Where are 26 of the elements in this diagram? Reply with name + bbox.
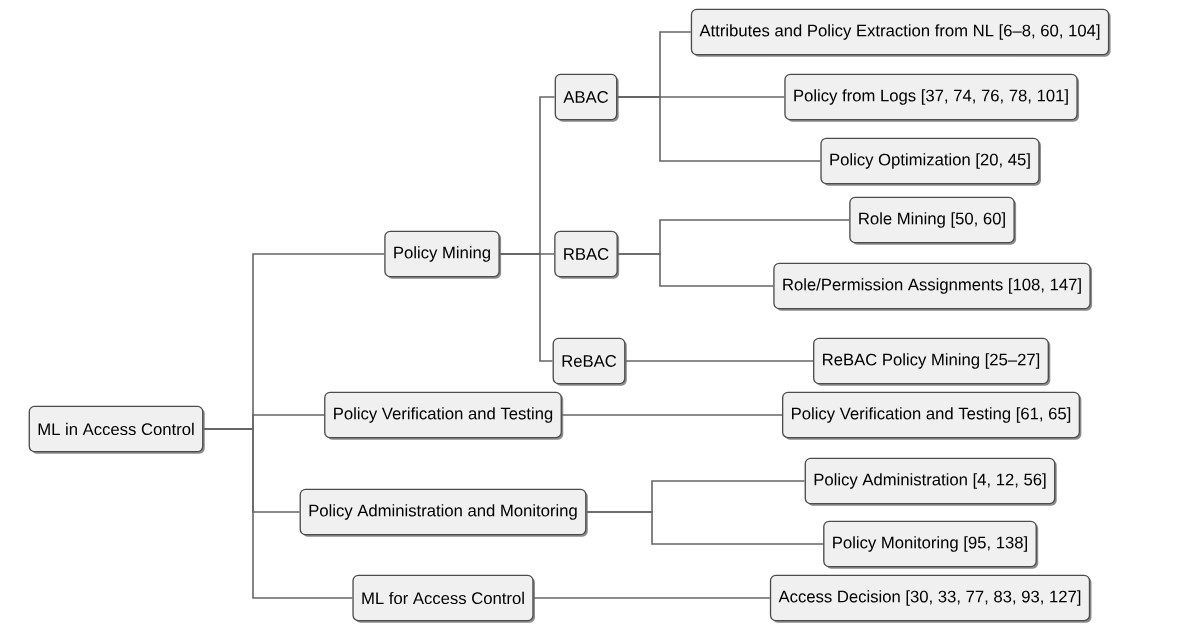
tree-box: ReBAC Policy Mining [25–27] (813, 337, 1051, 386)
tree-box: Policy Administration and Monitoring (299, 488, 588, 537)
tree-box: RBAC (554, 230, 620, 279)
tree-box: ABAC (554, 73, 619, 122)
tree-box: Role/Permission Assignments [108, 147] (773, 262, 1093, 311)
tree-box: Policy Optimization [20, 45] (820, 137, 1041, 186)
tree-box: Policy Mining (384, 230, 502, 279)
tree-box: Policy Verification and Testing (324, 391, 564, 440)
tree-box: Policy Administration [4, 12, 56] (804, 457, 1057, 506)
connector (202, 428, 354, 599)
connector (585, 511, 824, 545)
connector (617, 253, 775, 287)
tree-box: Policy from Logs [37, 74, 76, 78, 101] (784, 73, 1080, 122)
connector (624, 360, 814, 362)
tree-box: ML in Access Control (28, 405, 205, 454)
tree-box: Policy Monitoring [95, 138] (823, 520, 1039, 569)
tree-box: ML for Access Control (352, 574, 535, 623)
connector (532, 597, 771, 599)
tree-box: Policy Verification and Testing [61, 65] (781, 391, 1082, 440)
tree-box: Access Decision [30, 33, 77, 83, 93, 127] (769, 574, 1092, 623)
connector (498, 253, 554, 362)
tree-box: Role Mining [50, 60] (849, 196, 1017, 245)
connector (561, 414, 783, 416)
connector (616, 96, 822, 162)
tree-box: Attributes and Policy Extraction from NL [6–8, 60, 104] (690, 8, 1111, 57)
tree-box: ReBAC (552, 337, 627, 386)
